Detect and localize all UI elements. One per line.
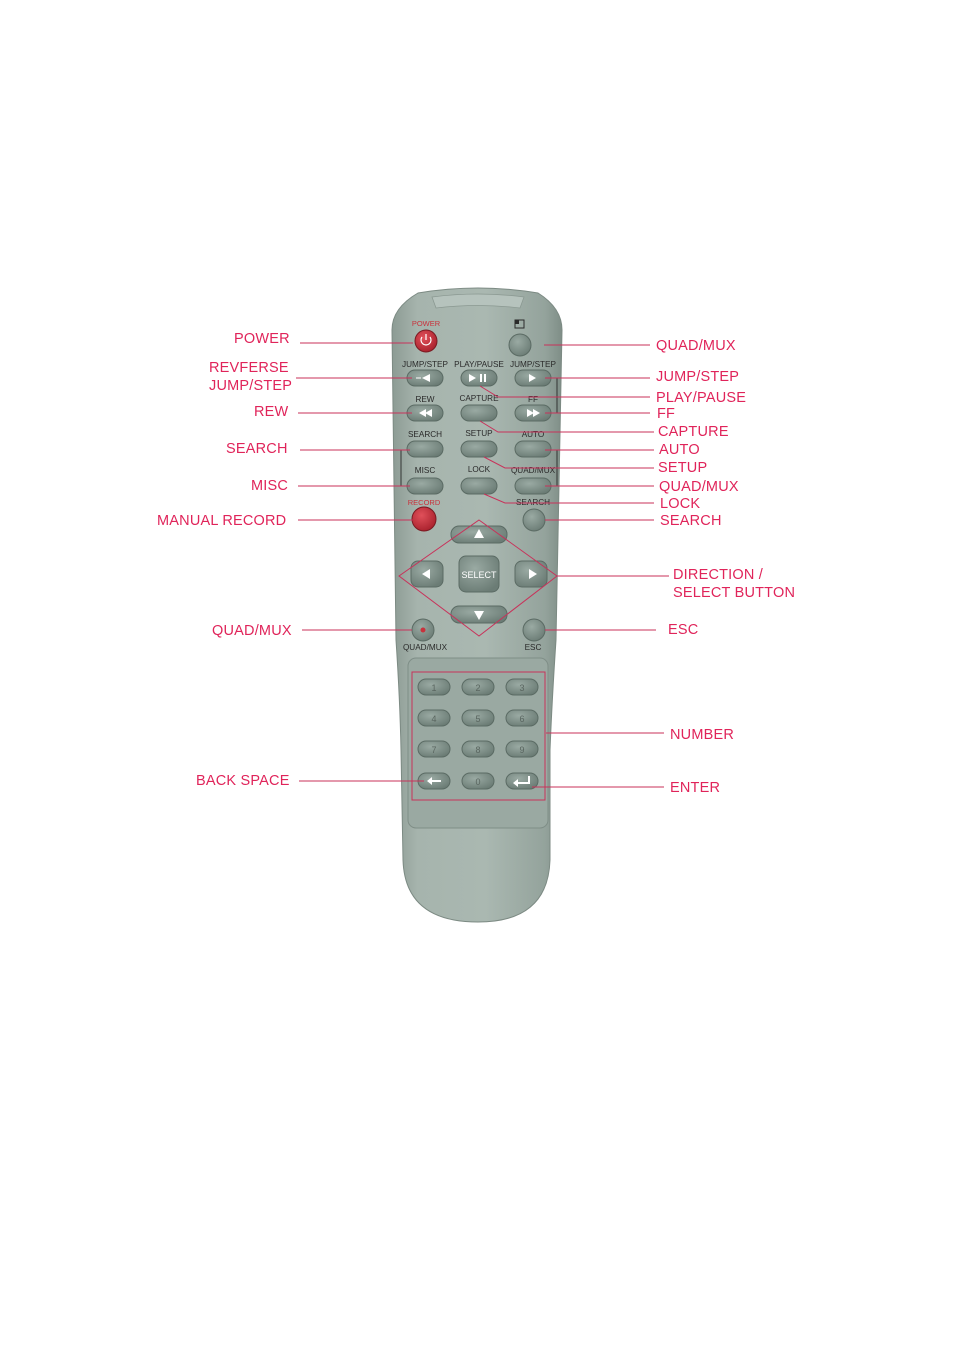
remote-label-quad-mux-right: QUAD/MUX — [511, 466, 556, 475]
rew-button[interactable] — [406, 404, 444, 422]
remote-label-play-pause: PLAY/PAUSE — [454, 360, 504, 369]
remote-label-jump-step-left: JUMP/STEP — [402, 360, 448, 369]
remote-label-search-left: SEARCH — [408, 430, 442, 439]
callout-rew: REW — [254, 404, 289, 420]
right-button[interactable] — [514, 560, 548, 588]
lock-button[interactable] — [460, 477, 498, 495]
number-highlight-box — [411, 671, 546, 801]
key-7-label: 7 — [431, 745, 436, 755]
callout-lock: LOCK — [660, 496, 701, 512]
key-8-button[interactable] — [461, 740, 495, 758]
key-6-label: 6 — [519, 714, 524, 724]
callout-manual-record: MANUAL RECORD — [157, 513, 287, 529]
callout-reverse-jump-step: REVFERSE JUMP/STEP — [209, 360, 293, 394]
select-button-label: SELECT — [461, 570, 497, 580]
remote-label-esc: ESC — [525, 643, 542, 652]
callout-capture: CAPTURE — [658, 424, 729, 440]
capture-button[interactable] — [460, 404, 498, 422]
callout-search-left: SEARCH — [226, 441, 288, 457]
remote-label-ff: FF — [528, 395, 538, 404]
search-right-button[interactable] — [522, 508, 546, 532]
ir-window — [431, 293, 525, 309]
quad-mux-bottom-button[interactable] — [411, 618, 435, 642]
callout-back-space: BACK SPACE — [196, 773, 290, 789]
callout-esc: ESC — [668, 622, 699, 638]
play-pause-button[interactable] — [460, 369, 498, 387]
callout-play-pause: PLAY/PAUSE — [656, 390, 747, 406]
callout-setup: SETUP — [658, 460, 708, 476]
misc-button[interactable] — [406, 477, 444, 495]
remote-label-jump-step-right: JUMP/STEP — [510, 360, 556, 369]
key-1-button[interactable] — [417, 678, 451, 696]
callout-direction-select: DIRECTION / SELECT BUTTON — [673, 567, 796, 601]
select-button[interactable] — [458, 555, 500, 593]
search-left-button[interactable] — [406, 440, 444, 458]
reverse-jump-step-button[interactable] — [406, 369, 444, 387]
jump-step-button[interactable] — [514, 369, 552, 387]
key-5-button[interactable] — [461, 709, 495, 727]
remote-label-lock: LOCK — [468, 465, 491, 474]
remote-label-capture: CAPTURE — [459, 394, 499, 403]
key-3-button[interactable] — [505, 678, 539, 696]
callout-search-right: SEARCH — [660, 513, 722, 529]
left-button[interactable] — [410, 560, 444, 588]
enter-button[interactable] — [505, 772, 539, 790]
callout-ff: FF — [657, 406, 676, 422]
power-button[interactable] — [414, 329, 438, 353]
key-3-label: 3 — [519, 683, 524, 693]
key-7-button[interactable] — [417, 740, 451, 758]
direction-highlight-diamond — [398, 519, 558, 637]
remote-label-auto: AUTO — [522, 430, 545, 439]
leader-lines — [296, 342, 669, 788]
key-9-label: 9 — [519, 745, 524, 755]
key-4-label: 4 — [431, 714, 436, 724]
quad-icon-fill — [515, 320, 519, 324]
key-6-button[interactable] — [505, 709, 539, 727]
key-0-button[interactable] — [461, 772, 495, 790]
record-button[interactable] — [411, 506, 437, 532]
key-4-button[interactable] — [417, 709, 451, 727]
remote-label-rew: REW — [415, 395, 434, 404]
callout-auto: AUTO — [659, 442, 700, 458]
auto-button[interactable] — [514, 440, 552, 458]
callout-quad-mux-left: QUAD/MUX — [212, 623, 292, 639]
callout-misc: MISC — [251, 478, 289, 494]
setup-button[interactable] — [460, 440, 498, 458]
remote-label-record: RECORD — [408, 498, 441, 507]
key-8-label: 8 — [475, 745, 480, 755]
callout-quad-mux-mid: QUAD/MUX — [659, 479, 739, 495]
back-space-button[interactable] — [417, 772, 451, 790]
key-2-label: 2 — [475, 683, 480, 693]
callout-enter: ENTER — [670, 780, 721, 796]
key-0-label: 0 — [475, 777, 480, 787]
key-5-label: 5 — [475, 714, 480, 724]
esc-button[interactable] — [522, 618, 546, 642]
remote-label-setup: SETUP — [465, 429, 493, 438]
key-2-button[interactable] — [461, 678, 495, 696]
remote-label-misc: MISC — [415, 466, 436, 475]
key-9-button[interactable] — [505, 740, 539, 758]
callout-quad-mux-top: QUAD/MUX — [656, 338, 736, 354]
quad-mux-top-button[interactable] — [508, 333, 532, 357]
callout-jump-step: JUMP/STEP — [656, 369, 740, 385]
remote-label-power: POWER — [412, 319, 441, 328]
key-1-label: 1 — [431, 683, 436, 693]
callout-number: NUMBER — [670, 727, 735, 743]
callout-power: POWER — [234, 331, 290, 347]
remote-label-quad-mux-bottom: QUAD/MUX — [403, 643, 448, 652]
